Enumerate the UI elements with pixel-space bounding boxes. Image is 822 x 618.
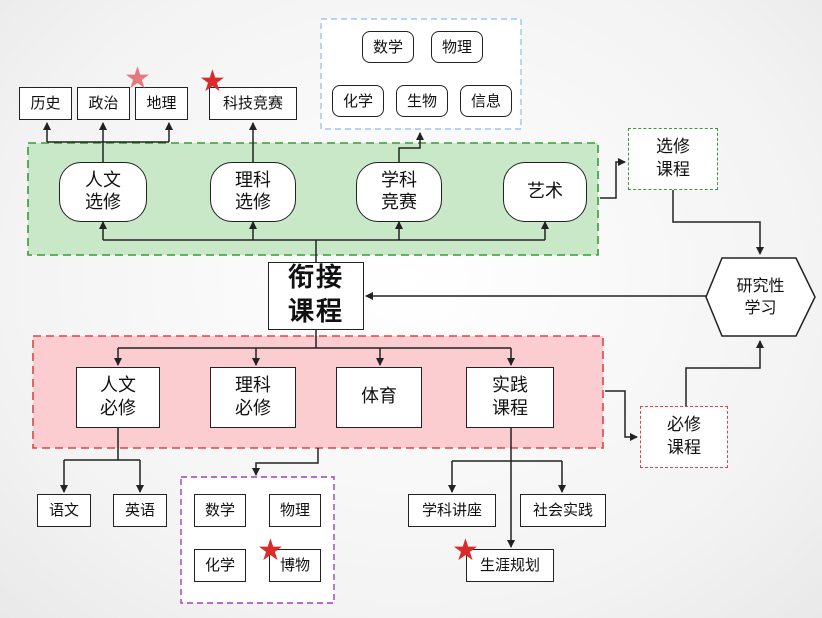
required-subject-chemistry-label: 化学 xyxy=(204,556,235,575)
subject-history-label: 历史 xyxy=(30,94,61,113)
elective-label-line1: 选修 xyxy=(656,137,690,158)
art-label: 艺术 xyxy=(527,180,563,202)
competition-subject-biology-label: 生物 xyxy=(406,91,437,110)
competition-subject-physics: 物理 xyxy=(431,31,483,63)
elective-course-label: 选修 课程 xyxy=(628,128,718,190)
competition-subject-informatics-label: 信息 xyxy=(470,91,501,110)
subject-tech-competition-label: 科技竞赛 xyxy=(222,94,283,113)
science-elective-line2: 选修 xyxy=(235,192,271,213)
humanities-required-line2: 必修 xyxy=(100,397,136,419)
competition-subject-math-label: 数学 xyxy=(372,37,403,56)
subject-lectures: 学科讲座 xyxy=(408,494,496,527)
subject-politics: 政治 xyxy=(77,87,130,120)
required-label-line2: 课程 xyxy=(667,438,701,458)
star-icon: ★ xyxy=(124,61,151,96)
science-elective-node: 理科 选修 xyxy=(210,162,296,222)
science-elective-line1: 理科 xyxy=(235,169,271,191)
bridge-course-line2: 课程 xyxy=(287,297,344,327)
pe-label: 体育 xyxy=(361,386,397,408)
subject-lectures-label: 学科讲座 xyxy=(421,501,482,520)
required-subject-natural-history-label: 博物 xyxy=(279,556,310,575)
subject-history: 历史 xyxy=(19,87,72,120)
required-subject-math: 数学 xyxy=(194,494,246,527)
subject-politics-label: 政治 xyxy=(88,94,119,113)
research-hexagon xyxy=(705,257,816,337)
subject-social-practice-label: 社会实践 xyxy=(532,501,593,520)
subject-chinese-label: 语文 xyxy=(48,501,79,520)
research-study-node: 研究性 学习 xyxy=(706,258,815,336)
science-required-line1: 理科 xyxy=(235,375,271,396)
practice-line2: 课程 xyxy=(492,397,528,419)
humanities-required-node: 人文 必修 xyxy=(76,367,160,428)
subject-english: 英语 xyxy=(113,494,167,527)
required-subject-natural-history: 博物 xyxy=(269,549,321,582)
humanities-elective-line2: 选修 xyxy=(85,192,121,213)
practice-line1: 实践 xyxy=(492,375,528,396)
subject-chinese: 语文 xyxy=(37,494,91,527)
subject-tech-competition: 科技竞赛 xyxy=(209,87,297,120)
competition-subject-math: 数学 xyxy=(362,31,414,63)
subject-geography: 地理 xyxy=(135,87,188,120)
star-icon: ★ xyxy=(257,533,284,568)
elective-label-line2: 课程 xyxy=(656,160,690,180)
humanities-elective-line1: 人文 xyxy=(85,169,121,191)
subject-english-label: 英语 xyxy=(124,501,155,520)
science-required-line2: 必修 xyxy=(235,397,271,419)
star-icon: ★ xyxy=(199,64,226,99)
subject-geography-label: 地理 xyxy=(146,94,177,113)
subject-career-planning-label: 生涯规划 xyxy=(479,556,540,575)
subject-career-planning: 生涯规划 xyxy=(466,549,554,582)
research-line1: 研究性 xyxy=(736,276,785,296)
required-subject-physics-label: 物理 xyxy=(279,501,310,520)
pe-node: 体育 xyxy=(336,367,422,428)
required-label-line1: 必修 xyxy=(667,415,701,436)
art-node: 艺术 xyxy=(503,162,587,222)
practice-node: 实践 课程 xyxy=(466,367,554,428)
required-subject-math-label: 数学 xyxy=(204,501,235,520)
competition-subject-chemistry: 化学 xyxy=(332,85,384,117)
competition-subject-biology: 生物 xyxy=(396,85,448,117)
star-icon: ★ xyxy=(452,533,479,568)
research-line2: 学习 xyxy=(744,298,777,317)
competition-node: 学科 竞赛 xyxy=(356,162,442,222)
bridge-course-box: 衔接 课程 xyxy=(268,262,364,330)
subject-social-practice: 社会实践 xyxy=(520,494,606,527)
required-subject-physics: 物理 xyxy=(269,494,321,527)
competition-line1: 学科 xyxy=(381,169,417,191)
humanities-elective-node: 人文 选修 xyxy=(59,162,147,222)
bridge-course-line1: 衔接 xyxy=(287,263,344,294)
competition-line2: 竞赛 xyxy=(381,192,417,213)
competition-subject-physics-label: 物理 xyxy=(441,37,472,56)
humanities-required-line1: 人文 xyxy=(100,375,136,396)
competition-subject-informatics: 信息 xyxy=(460,85,512,117)
science-required-node: 理科 必修 xyxy=(210,367,296,428)
required-course-label: 必修 课程 xyxy=(640,406,728,468)
required-subject-chemistry: 化学 xyxy=(194,549,246,582)
competition-subject-chemistry-label: 化学 xyxy=(342,91,373,110)
